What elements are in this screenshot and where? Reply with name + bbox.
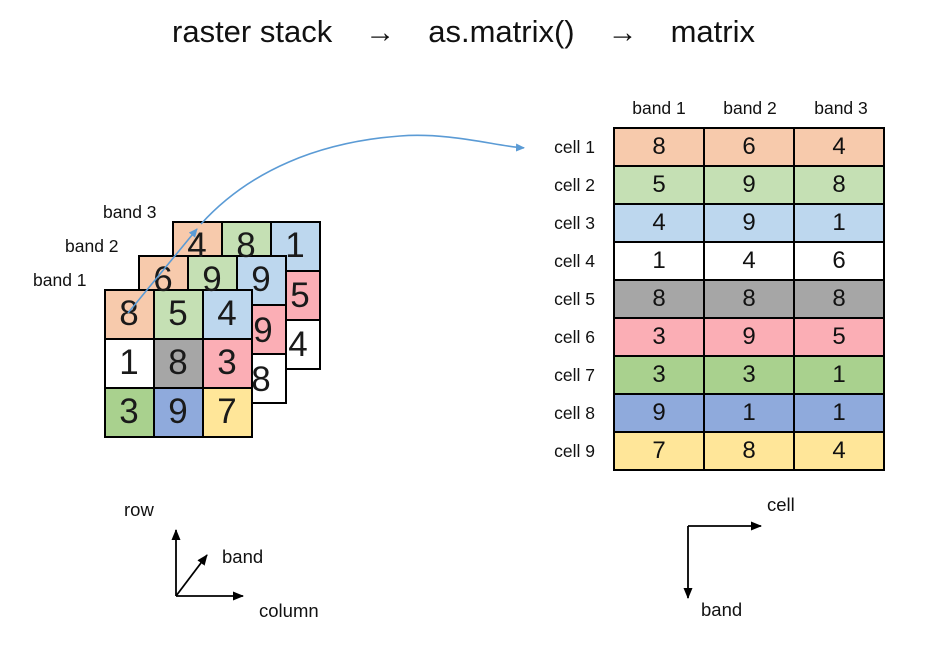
matrix-cell: 4 (705, 243, 793, 279)
matrix-cell: 5 (795, 319, 883, 355)
matrix-cell: 9 (705, 167, 793, 203)
matrix-cell: 8 (705, 281, 793, 317)
matrix-cell: 6 (795, 243, 883, 279)
matrix-cell: 4 (795, 129, 883, 165)
title-source: raster stack (172, 14, 333, 49)
stack-cell (204, 291, 251, 338)
matrix-cell: 9 (705, 205, 793, 241)
stack-digit: 5 (168, 293, 188, 333)
axis-label-column: column (259, 600, 319, 621)
matrix-col-header: band 3 (814, 98, 868, 118)
stack-digit: 8 (119, 293, 139, 333)
matrix-cell: 1 (705, 395, 793, 431)
right-arrow-icon: → (607, 16, 638, 49)
stack-cell (106, 389, 153, 436)
stack-digit: 1 (285, 225, 305, 265)
matrix-row-header: cell 2 (554, 175, 595, 195)
matrix-table: 8 6 4 5 9 8 4 9 1 1 4 6 8 8 8 3 9 5 3 3 … (613, 127, 885, 471)
matrix-cell: 8 (615, 129, 703, 165)
stack-digit: 9 (202, 259, 222, 299)
matrix-row-header: cell 9 (554, 441, 595, 461)
stack-band2-label: band 2 (65, 236, 119, 256)
stack-digit: 9 (168, 391, 188, 431)
title-result: matrix (670, 14, 755, 49)
axis-label-cell: cell (767, 494, 795, 515)
stack-digit: 5 (290, 275, 310, 315)
matrix-cell: 1 (615, 243, 703, 279)
axis-label-row: row (124, 499, 154, 520)
title-function: as.matrix() (428, 14, 575, 49)
matrix-col-header: band 2 (723, 98, 777, 118)
matrix-cell: 9 (615, 395, 703, 431)
stack-digit: 6 (153, 259, 173, 299)
matrix-cell: 8 (615, 281, 703, 317)
matrix-cell: 6 (705, 129, 793, 165)
matrix-row-header: cell 8 (554, 403, 595, 423)
matrix-row-header: cell 7 (554, 365, 595, 385)
stack-digit: 3 (217, 342, 237, 382)
matrix-cell: 4 (615, 205, 703, 241)
stack-band1-label: band 1 (33, 270, 87, 290)
axis-label-band-left: band (222, 546, 264, 567)
matrix-row-header: cell 6 (554, 327, 595, 347)
stack-digit: 8 (236, 225, 256, 265)
stack-digit: 4 (187, 225, 207, 265)
stack-band1-grid (104, 289, 253, 438)
stack-cell (204, 340, 251, 387)
axis-label-band-right: band (701, 599, 743, 620)
stack-to-matrix-arrow (200, 134, 525, 225)
matrix-row-header: cell 1 (554, 137, 595, 157)
matrix-row-header: cell 4 (554, 251, 595, 271)
stack-digit: 8 (168, 342, 188, 382)
matrix-cell: 7 (615, 433, 703, 469)
matrix-cell: 3 (615, 357, 703, 393)
matrix-cell: 8 (705, 433, 793, 469)
matrix-cell: 5 (615, 167, 703, 203)
stack-cell (204, 389, 251, 436)
matrix-cell: 3 (615, 319, 703, 355)
stack-cell (155, 340, 202, 387)
stack-digit: 4 (217, 293, 237, 333)
stack-cell (155, 389, 202, 436)
stack-band3-label: band 3 (103, 202, 157, 222)
stack-digit: 1 (119, 342, 139, 382)
matrix-row-header: cell 3 (554, 213, 595, 233)
axis-arrow-band-left (175, 554, 208, 597)
stack-cell (106, 340, 153, 387)
matrix-cell: 9 (705, 319, 793, 355)
matrix-cell: 8 (795, 281, 883, 317)
right-arrow-icon: → (365, 16, 396, 49)
matrix-cell: 4 (795, 433, 883, 469)
matrix-cell: 8 (795, 167, 883, 203)
matrix-row-header: cell 5 (554, 289, 595, 309)
figure-title: raster stack → as.matrix() → matrix (0, 12, 927, 53)
stack-digit: 4 (288, 324, 308, 364)
matrix-cell: 1 (795, 395, 883, 431)
matrix-cell: 1 (795, 357, 883, 393)
matrix-col-header: band 1 (632, 98, 686, 118)
matrix-cell: 1 (795, 205, 883, 241)
stack-digit: 3 (119, 391, 139, 431)
stack-digit: 9 (251, 259, 271, 299)
stack-digit: 9 (253, 310, 273, 350)
matrix-cell: 3 (705, 357, 793, 393)
stack-digit: 7 (217, 391, 237, 431)
stack-digit: 8 (251, 359, 271, 399)
